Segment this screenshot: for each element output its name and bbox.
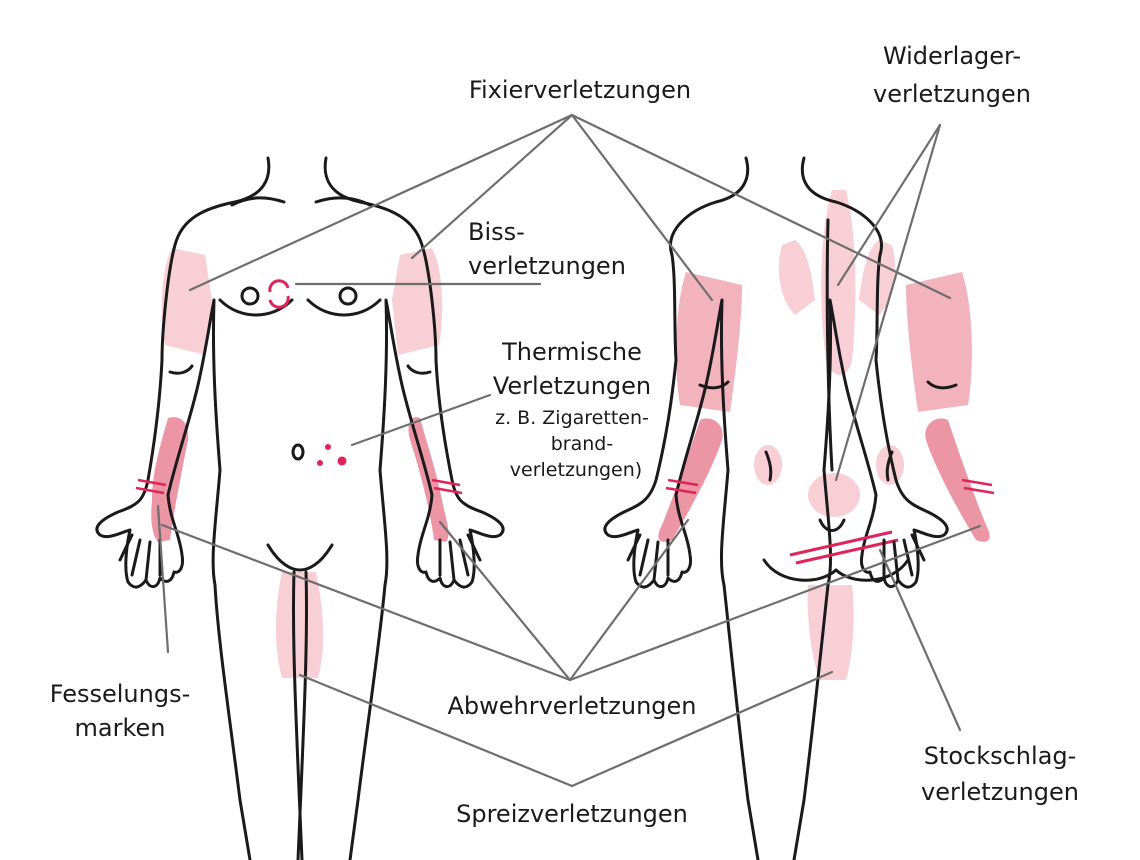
- front-fingers-left: [118, 533, 162, 582]
- front-left-nipple: [240, 286, 260, 306]
- back-fingers-left: [626, 533, 670, 582]
- back-figure: [603, 156, 995, 860]
- leader-abwehr-back-left: [568, 518, 690, 682]
- label-thermisch-line5: verletzungen): [510, 459, 642, 481]
- back-fingers-right: [882, 533, 926, 582]
- leader-widerlager-sacrum: [834, 123, 942, 482]
- front-elbow-marks: [168, 364, 432, 375]
- back-right-wrist-marks: [961, 478, 995, 495]
- back-sacrum-zone: [808, 473, 860, 517]
- front-figure: [95, 156, 505, 860]
- label-abwehr: Abwehrverletzungen: [447, 692, 696, 720]
- back-elbow-marks: [698, 380, 958, 390]
- label-widerlager-line2: verletzungen: [873, 80, 1031, 108]
- label-biss-line1: Biss-: [468, 218, 525, 246]
- front-body-outline: [95, 156, 271, 860]
- back-right-hip-zone: [876, 445, 904, 485]
- back-right-upperarm-zone: [906, 272, 972, 412]
- leader-stockschlag: [878, 548, 962, 732]
- leader-thermisch: [350, 393, 492, 447]
- front-left-wrist-marks: [135, 478, 167, 495]
- front-fingers-right: [438, 533, 482, 582]
- label-fesselung-line2: marken: [75, 714, 166, 742]
- label-spreiz: Spreizverletzungen: [456, 800, 688, 828]
- label-thermisch-line1: Thermische: [501, 338, 642, 366]
- labels: Fixierverletzungen Widerlager- verletzun…: [50, 42, 1079, 828]
- back-buttocks: [762, 518, 910, 582]
- back-left-blade-zone: [778, 240, 815, 315]
- front-right-nipple: [338, 286, 358, 306]
- leader-abwehr-back-right: [568, 524, 982, 682]
- label-stockschlag-line2: verletzungen: [921, 778, 1079, 806]
- label-fesselung-line1: Fesselungs-: [50, 680, 191, 708]
- label-stockschlag-line1: Stockschlag-: [924, 742, 1077, 770]
- back-body-outline-right: [792, 156, 949, 860]
- front-thigh-zone: [276, 572, 324, 678]
- label-thermisch-line2: Verletzungen: [493, 372, 651, 400]
- front-collarbones: [230, 196, 372, 207]
- front-right-wrist-marks: [431, 478, 463, 495]
- leader-fixier-back-right: [570, 113, 952, 300]
- bite-mark-bottom: [268, 295, 290, 309]
- leader-fixier-front-left: [188, 113, 574, 292]
- leader-lines: [156, 113, 982, 788]
- leader-fixier-back-left: [570, 113, 714, 302]
- back-left-hip-zone: [754, 445, 782, 485]
- label-thermisch-line4: brand-: [551, 433, 613, 455]
- label-widerlager-line1: Widerlager-: [883, 42, 1021, 70]
- back-hip-dimples: [764, 450, 894, 482]
- burn-mark-3: [337, 456, 347, 466]
- back-injury-zones: [658, 190, 990, 680]
- leader-abwehr-front-left: [160, 523, 572, 682]
- burn-mark-2: [317, 460, 323, 466]
- front-inner-legs: [266, 543, 334, 860]
- front-injury-zones: [151, 248, 449, 678]
- leader-fixier-front-right: [410, 113, 574, 260]
- back-spine-line: [825, 218, 834, 472]
- back-body-outline: [603, 156, 760, 860]
- leader-widerlager-shoulder: [836, 123, 942, 287]
- burn-mark-1: [325, 444, 331, 450]
- back-right-forearm-zone: [925, 418, 990, 542]
- leader-fesselung: [156, 504, 170, 654]
- back-left-forearm-zone: [658, 418, 723, 542]
- leader-abwehr-front-right: [438, 520, 572, 682]
- stick-strike-marks: [789, 530, 899, 565]
- label-fixier: Fixierverletzungen: [469, 76, 691, 104]
- bite-mark-top: [268, 279, 290, 293]
- back-thigh-zone: [807, 585, 854, 680]
- leader-spreiz-back: [570, 670, 834, 788]
- front-left-shoulder-zone: [161, 248, 212, 355]
- label-thermisch-line3: z. B. Zigaretten-: [495, 407, 649, 429]
- leader-spreiz-front: [298, 673, 574, 788]
- back-left-wrist-marks: [665, 478, 699, 495]
- front-navel: [291, 443, 305, 461]
- label-biss-line2: verletzungen: [468, 252, 626, 280]
- back-left-upperarm-zone: [676, 272, 742, 412]
